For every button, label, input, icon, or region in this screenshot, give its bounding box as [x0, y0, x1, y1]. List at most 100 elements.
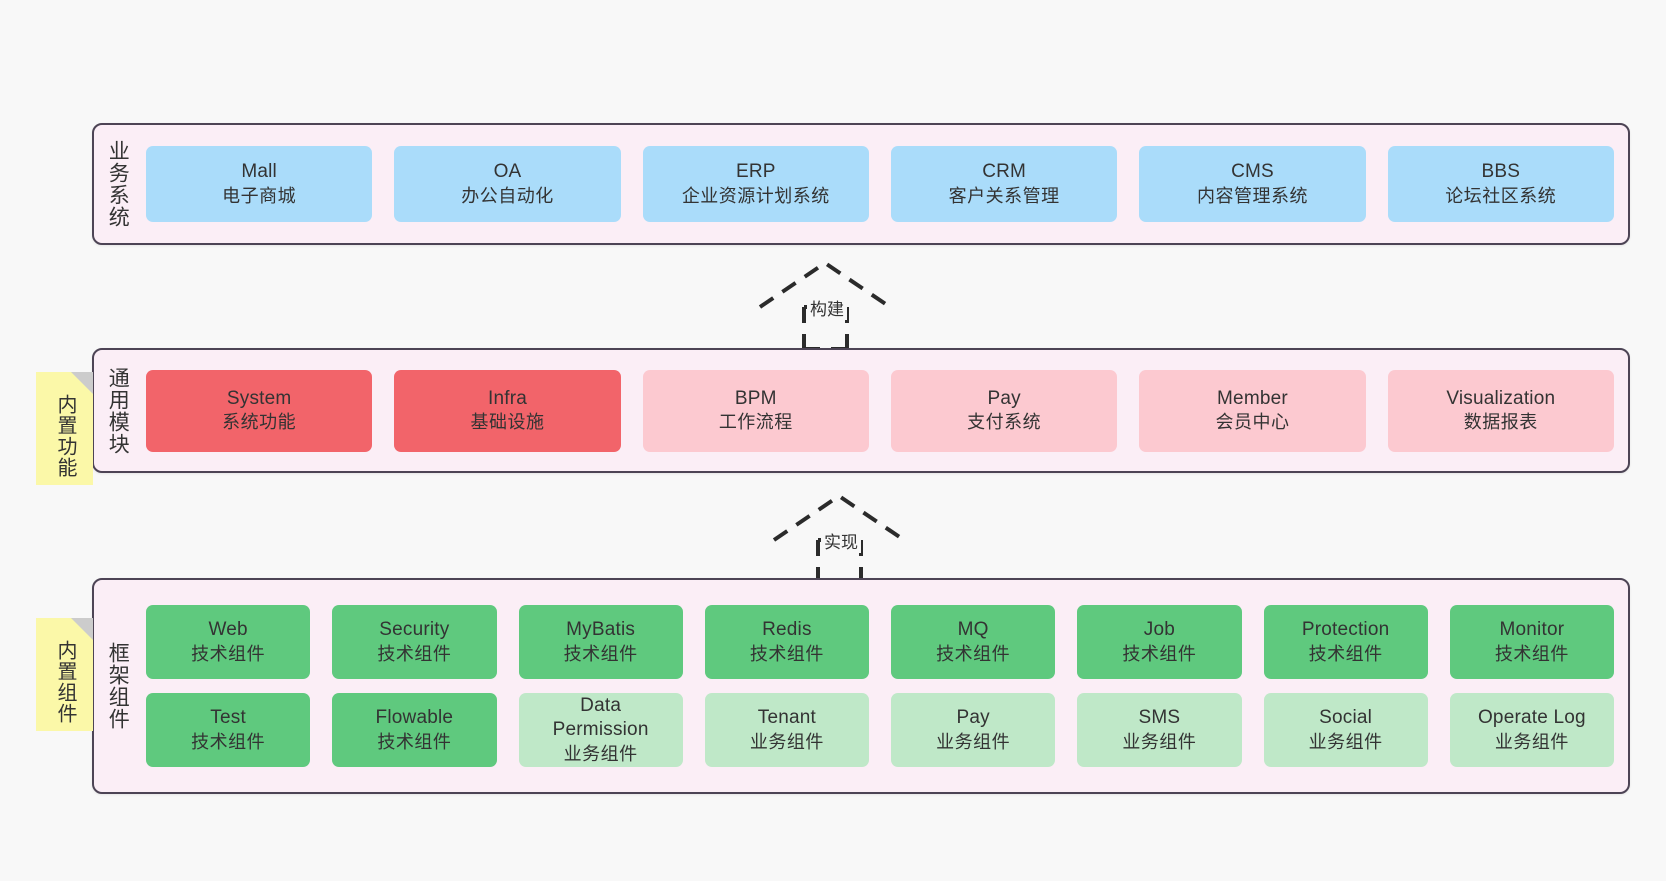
- note-builtin-component[interactable]: 内置组件: [36, 618, 93, 731]
- node-subtitle: 业务组件: [936, 731, 1011, 752]
- node-sms[interactable]: SMS 业务组件: [1077, 693, 1242, 767]
- node-mq[interactable]: MQ 技术组件: [891, 605, 1056, 679]
- node-title: SMS: [1138, 707, 1181, 729]
- node-title: BPM: [734, 387, 777, 409]
- node-title: Data Permission: [552, 695, 649, 741]
- layer-title-business-system: 业务系统: [106, 140, 130, 228]
- node-subtitle: 支付系统: [967, 412, 1042, 433]
- node-subtitle: 技术组件: [191, 643, 266, 664]
- node-system[interactable]: System 系统功能: [146, 369, 373, 452]
- node-title: BBS: [1481, 161, 1521, 183]
- note-label: 内置组件: [54, 639, 76, 724]
- node-subtitle: 技术组件: [936, 643, 1011, 664]
- node-title: Operate Log: [1477, 707, 1586, 729]
- node-title: Member: [1217, 387, 1288, 409]
- node-title: OA: [493, 161, 522, 183]
- node-title: MQ: [957, 619, 989, 641]
- node-web[interactable]: Web 技术组件: [146, 605, 311, 679]
- node-title: Test: [210, 707, 246, 729]
- node-redis[interactable]: Redis 技术组件: [704, 605, 869, 679]
- node-row: System 系统功能 Infra 基础设施 BPM 工作流程 Pay 支付系统…: [146, 369, 1614, 452]
- node-subtitle: 技术组件: [563, 643, 638, 664]
- node-erp[interactable]: ERP 企业资源计划系统: [642, 146, 869, 222]
- node-subtitle: 数据报表: [1463, 412, 1538, 433]
- node-title: Mall: [241, 161, 277, 183]
- node-row: Web 技术组件 Security 技术组件 MyBatis 技术组件 Redi…: [146, 605, 1614, 679]
- node-subtitle: 技术组件: [377, 643, 452, 664]
- node-data-permission[interactable]: Data Permission 业务组件: [518, 693, 683, 767]
- node-subtitle: 会员中心: [1215, 412, 1290, 433]
- node-cms[interactable]: CMS 内容管理系统: [1139, 146, 1366, 222]
- node-title: Security: [379, 619, 450, 641]
- node-oa[interactable]: OA 办公自动化: [394, 146, 621, 222]
- note-builtin-function[interactable]: 内置功能: [36, 372, 93, 485]
- node-title: Flowable: [375, 707, 454, 729]
- node-pay[interactable]: Pay 支付系统: [890, 369, 1118, 452]
- node-subtitle: 电子商城: [222, 185, 297, 206]
- node-subtitle: 工作流程: [718, 412, 793, 433]
- node-subtitle: 业务组件: [749, 731, 824, 752]
- node-subtitle: 业务组件: [1308, 731, 1383, 752]
- node-flowable[interactable]: Flowable 技术组件: [332, 693, 497, 767]
- note-fold-icon: [71, 372, 93, 394]
- node-monitor[interactable]: Monitor 技术组件: [1449, 605, 1614, 679]
- node-subtitle: 业务组件: [1494, 731, 1569, 752]
- node-protection[interactable]: Protection 技术组件: [1263, 605, 1428, 679]
- layer-body-business-system: Mall 电子商城 OA 办公自动化 ERP 企业资源计划系统 CRM 客户关系…: [140, 125, 1628, 243]
- node-row: Mall 电子商城 OA 办公自动化 ERP 企业资源计划系统 CRM 客户关系…: [146, 146, 1614, 222]
- node-subtitle: 系统功能: [222, 412, 297, 433]
- layer-framework-component[interactable]: 框架组件 Web 技术组件 Security 技术组件 MyBatis 技术组件…: [92, 578, 1630, 794]
- node-operate-log[interactable]: Operate Log 业务组件: [1449, 693, 1614, 767]
- node-bpm[interactable]: BPM 工作流程: [642, 369, 869, 452]
- layer-body-framework-component: Web 技术组件 Security 技术组件 MyBatis 技术组件 Redi…: [140, 580, 1628, 792]
- layer-title-framework-component: 框架组件: [106, 642, 130, 730]
- connector-implement: 实现: [766, 488, 916, 584]
- connector-implement-label: 实现: [821, 528, 861, 553]
- node-social[interactable]: Social 业务组件: [1263, 693, 1428, 767]
- layer-common-module[interactable]: 通用模块 System 系统功能 Infra 基础设施 BPM 工作流程 Pay…: [92, 348, 1630, 473]
- note-fold-icon: [71, 618, 93, 640]
- node-security[interactable]: Security 技术组件: [332, 605, 497, 679]
- node-subtitle: 客户关系管理: [948, 185, 1060, 206]
- node-mybatis[interactable]: MyBatis 技术组件: [518, 605, 683, 679]
- node-subtitle: 业务组件: [563, 743, 638, 764]
- node-subtitle: 技术组件: [1308, 643, 1383, 664]
- node-row: Test 技术组件 Flowable 技术组件 Data Permission …: [146, 693, 1614, 767]
- node-title: Pay: [987, 387, 1021, 409]
- node-subtitle: 企业资源计划系统: [681, 185, 830, 206]
- node-subtitle: 论坛社区系统: [1445, 185, 1557, 206]
- note-label: 内置功能: [54, 393, 76, 478]
- node-job[interactable]: Job 技术组件: [1077, 605, 1242, 679]
- node-tenant[interactable]: Tenant 业务组件: [704, 693, 869, 767]
- node-title: Monitor: [1499, 619, 1565, 641]
- node-subtitle: 技术组件: [1122, 643, 1197, 664]
- node-crm[interactable]: CRM 客户关系管理: [890, 146, 1118, 222]
- node-title: Social: [1319, 707, 1373, 729]
- node-mall[interactable]: Mall 电子商城: [146, 146, 373, 222]
- node-title: CMS: [1231, 161, 1274, 183]
- node-test[interactable]: Test 技术组件: [146, 693, 311, 767]
- connector-build: 构建: [752, 255, 902, 351]
- layer-business-system[interactable]: 业务系统 Mall 电子商城 OA 办公自动化 ERP 企业资源计划系统 CRM…: [92, 123, 1630, 245]
- node-subtitle: 业务组件: [1122, 731, 1197, 752]
- node-pay-component[interactable]: Pay 业务组件: [891, 693, 1056, 767]
- node-infra[interactable]: Infra 基础设施: [394, 369, 621, 452]
- node-title: System: [226, 387, 292, 409]
- node-subtitle: 技术组件: [191, 731, 266, 752]
- node-subtitle: 基础设施: [470, 412, 545, 433]
- node-title: Job: [1143, 619, 1175, 641]
- node-title: Pay: [956, 707, 990, 729]
- node-subtitle: 技术组件: [749, 643, 824, 664]
- node-title: Web: [208, 619, 248, 641]
- node-member[interactable]: Member 会员中心: [1139, 369, 1366, 452]
- node-title: MyBatis: [566, 619, 636, 641]
- node-bbs[interactable]: BBS 论坛社区系统: [1387, 146, 1614, 222]
- node-visualization[interactable]: Visualization 数据报表: [1387, 369, 1614, 452]
- node-title: Visualization: [1446, 387, 1556, 409]
- layer-body-common-module: System 系统功能 Infra 基础设施 BPM 工作流程 Pay 支付系统…: [140, 350, 1628, 471]
- node-title: ERP: [735, 161, 776, 183]
- node-subtitle: 内容管理系统: [1196, 185, 1308, 206]
- layer-title-common-module: 通用模块: [106, 366, 130, 455]
- node-subtitle: 技术组件: [1494, 643, 1569, 664]
